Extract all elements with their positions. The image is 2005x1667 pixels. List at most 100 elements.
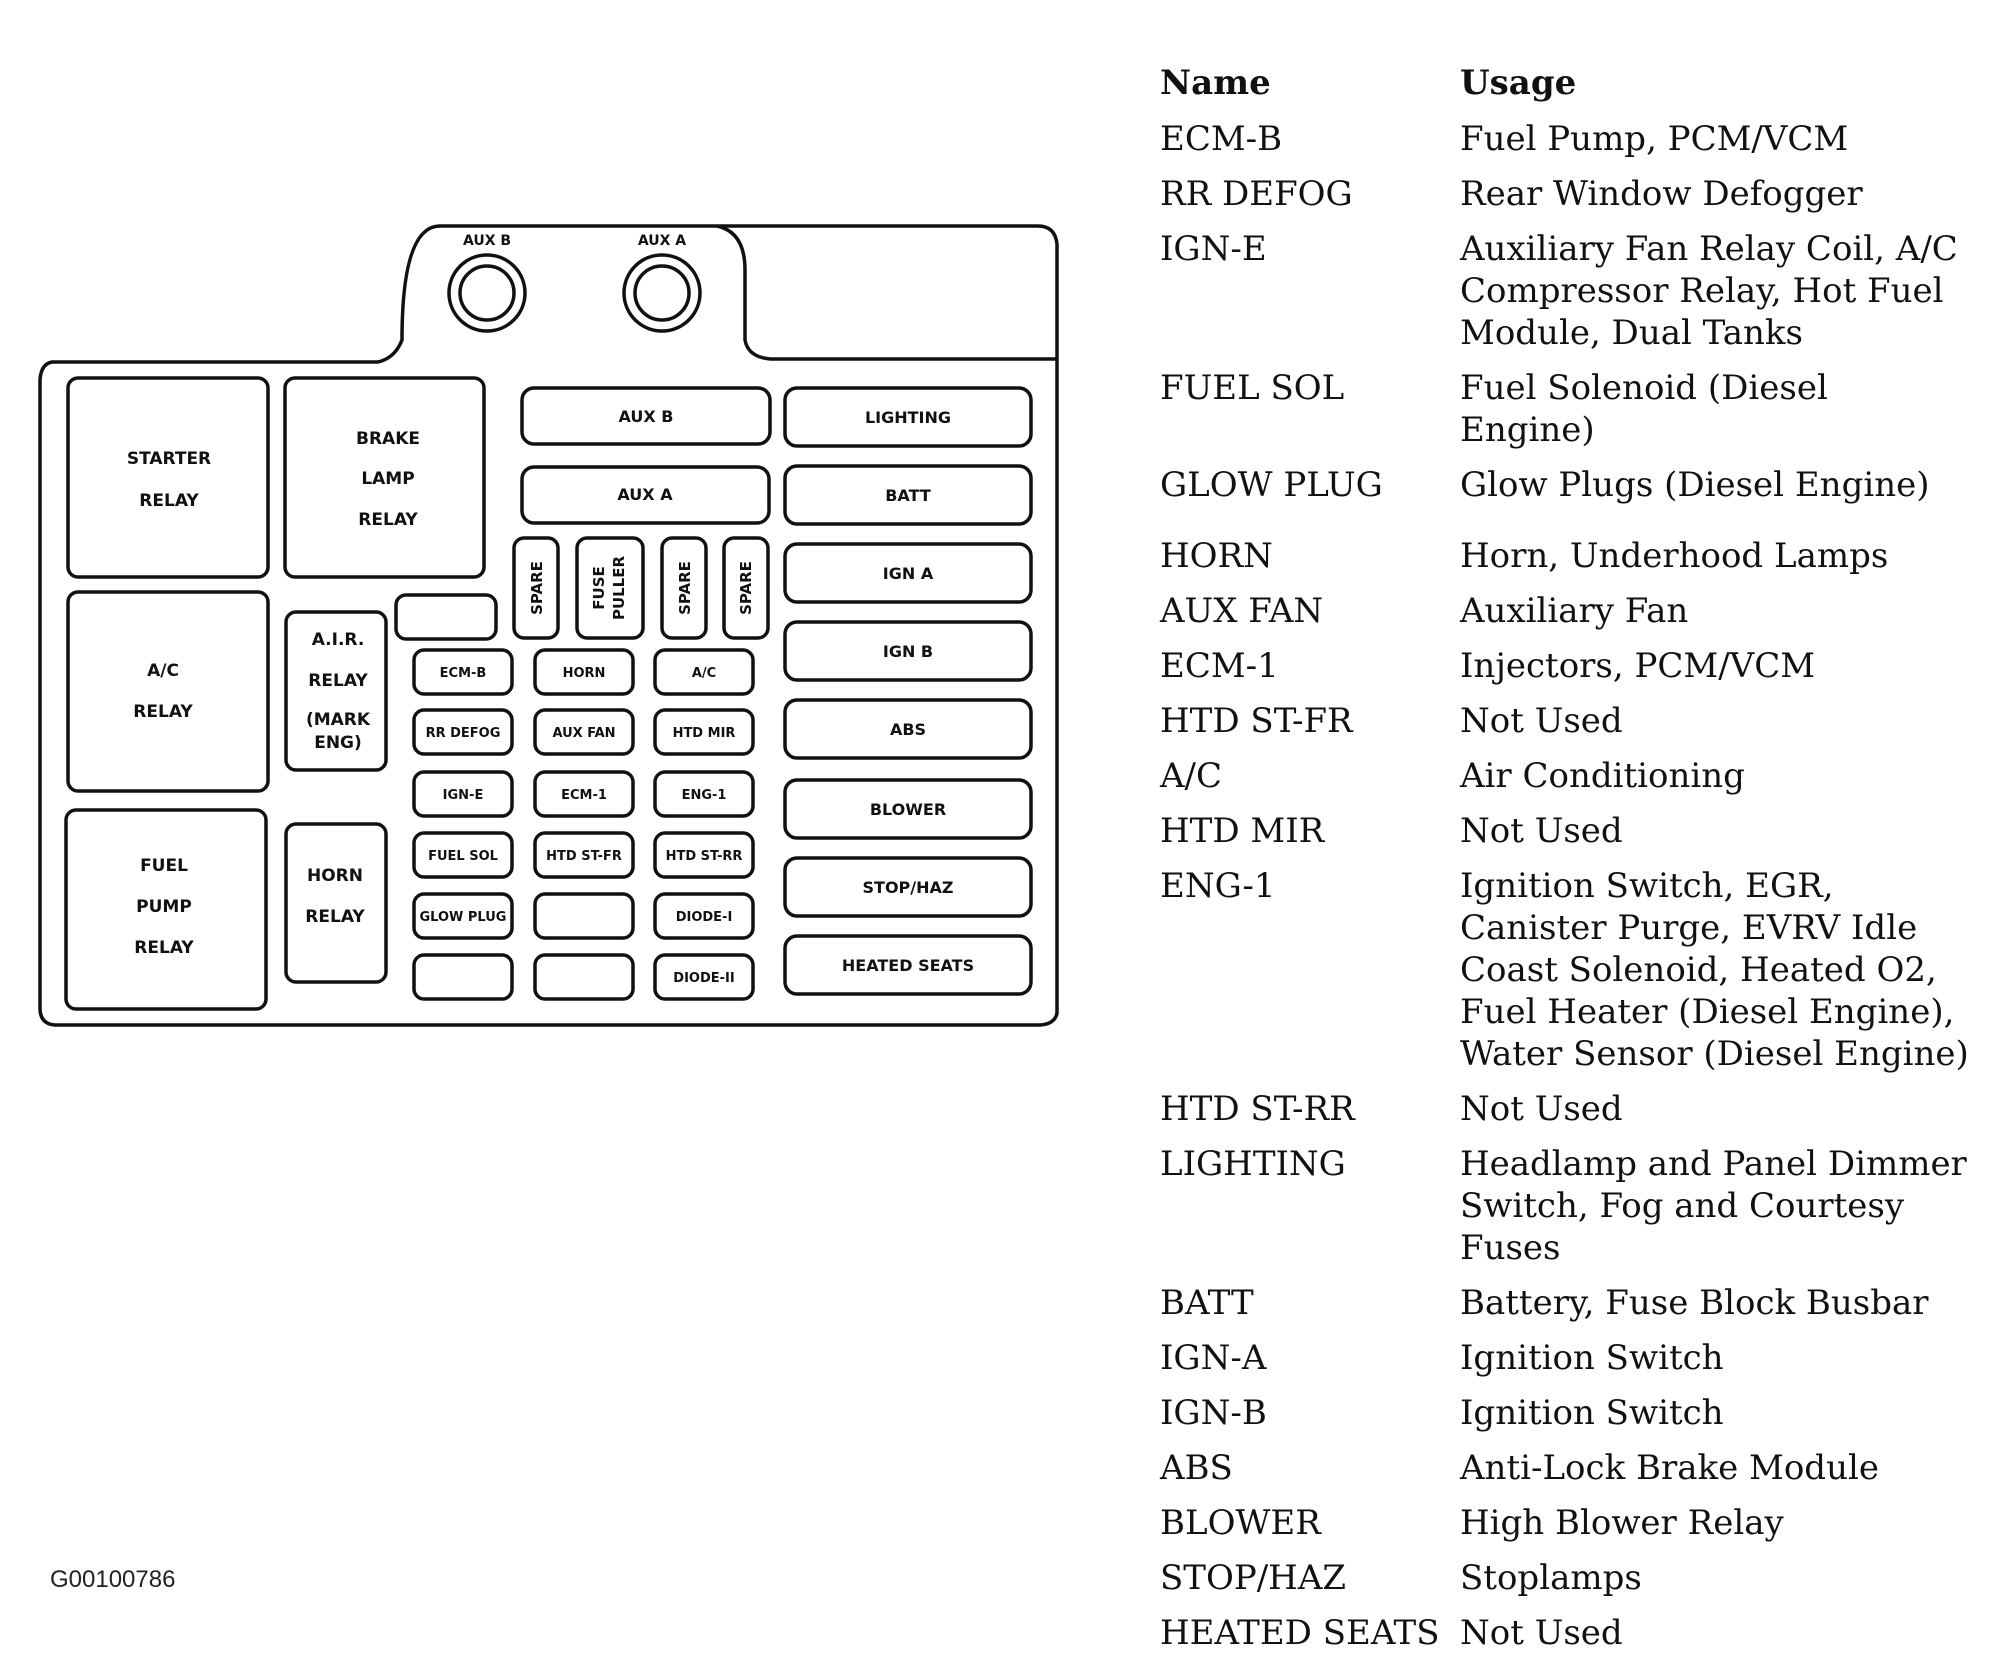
fuse-lighting-label: LIGHTING	[865, 408, 951, 427]
table-row: ABS Anti-Lock Brake Module	[1160, 1447, 1970, 1502]
fuse-batt-label: BATT	[885, 486, 931, 505]
fuse-batt	[783, 464, 1033, 526]
fuse-usage: Rear Window Defogger	[1460, 174, 1863, 214]
fuse-ign-b-label: IGN B	[883, 642, 933, 661]
fuse-eng-1-label: ENG-1	[682, 788, 727, 803]
fuse-stop-haz-label: STOP/HAZ	[863, 878, 954, 897]
fuse-ecm-1-label: ECM-1	[561, 788, 607, 803]
fuse-puller-label-2: PULLER	[610, 556, 628, 621]
fuel-pump-relay-label-3: RELAY	[134, 938, 194, 958]
aux-a-stud-label: AUX A	[638, 233, 686, 249]
ac-relay-label-1: A/C	[147, 661, 179, 681]
spare-slot-2	[660, 536, 708, 640]
fuse-heated-seats	[783, 934, 1033, 996]
table-row: HORN Horn, Underhood Lamps	[1160, 519, 1970, 590]
fuse-fuel-sol-label: FUEL SOL	[428, 849, 498, 864]
fuse-usage: Battery, Fuse Block Busbar	[1460, 1283, 1929, 1323]
air-relay-label-2: RELAY	[308, 671, 368, 691]
top-tab-inner	[716, 224, 771, 361]
fuse-name: STOP/HAZ	[1160, 1558, 1347, 1598]
fuse-name: IGN-A	[1160, 1338, 1267, 1378]
spare-slot-2-label: SPARE	[676, 561, 694, 615]
fuse-name: HEATED SEATS	[1160, 1613, 1440, 1653]
table-row: HTD ST-RR Not Used	[1160, 1088, 1970, 1143]
fuse-puller	[575, 536, 645, 640]
fuse-name: ECM-1	[1160, 646, 1279, 686]
fuse-usage: Not Used	[1460, 701, 1623, 741]
fuel-pump-relay	[64, 808, 268, 1011]
fuse-usage: Not Used	[1460, 1089, 1623, 1129]
fuse-usage: Headlamp and Panel Dimmer Switch, Fog an…	[1460, 1144, 1967, 1268]
fuse-aux-fan	[533, 708, 635, 756]
fuse-name: HTD ST-RR	[1160, 1089, 1355, 1129]
starter-relay-label-1: STARTER	[127, 449, 211, 469]
empty-mini-slot	[412, 953, 514, 1001]
empty-mini-slot	[533, 953, 635, 1001]
starter-relay	[66, 376, 270, 579]
aux-b-stud-label: AUX B	[463, 233, 511, 249]
fuse-name: IGN-E	[1160, 229, 1267, 269]
air-relay	[284, 610, 388, 772]
fuse-diode-ii-label: DIODE-II	[673, 971, 734, 986]
fuse-usage: Horn, Underhood Lamps	[1460, 536, 1889, 576]
fuse-eng-1	[653, 770, 755, 818]
fuse-abs	[783, 698, 1033, 760]
fuse-ign-e	[412, 770, 514, 818]
fuse-glow-plug-label: GLOW PLUG	[420, 910, 507, 925]
aux-a-stud-inner	[633, 264, 691, 322]
fuse-name: HORN	[1160, 536, 1273, 576]
fuse-name: A/C	[1160, 756, 1223, 796]
fuse-name: HTD ST-FR	[1160, 701, 1353, 741]
fuse-diode-ii	[653, 953, 755, 1001]
aux-b-stud-inner	[458, 264, 516, 322]
horn-relay-label-1: HORN	[307, 866, 363, 886]
fuse-ign-a-label: IGN A	[883, 564, 934, 583]
fuse-name: ENG-1	[1160, 866, 1276, 906]
fuse-rr-defog-label: RR DEFOG	[426, 726, 501, 741]
air-relay-label-1: A.I.R.	[312, 630, 365, 650]
brake-lamp-relay	[283, 376, 486, 579]
empty-slot-top	[394, 593, 498, 641]
fuse-usage: Ignition Switch, EGR, Canister Purge, EV…	[1460, 866, 1969, 1074]
fuse-usage: High Blower Relay	[1460, 1503, 1784, 1543]
fuse-ign-b	[783, 620, 1033, 682]
fuel-pump-relay-label-2: PUMP	[136, 897, 192, 917]
fuse-block-outline	[38, 224, 1059, 1027]
brake-relay-label-2: LAMP	[361, 469, 414, 489]
brake-relay-label-3: RELAY	[358, 510, 418, 530]
fuse-lighting	[783, 386, 1033, 448]
fuse-ecm-1	[533, 770, 635, 818]
fuse-htd-st-rr	[653, 831, 755, 879]
fuse-usage: Anti-Lock Brake Module	[1460, 1448, 1879, 1488]
spare-slot-3-label: SPARE	[737, 561, 755, 615]
fuse-name: HTD MIR	[1160, 811, 1325, 851]
fuse-ecm-b-label: ECM-B	[440, 666, 487, 681]
fuse-usage: Ignition Switch	[1460, 1393, 1724, 1433]
horn-relay-label-2: RELAY	[305, 907, 365, 927]
fuse-fuel-sol	[412, 831, 514, 879]
aux-a-fuse	[520, 465, 771, 525]
fuse-htd-st-rr-label: HTD ST-RR	[666, 849, 743, 864]
fuse-name: ABS	[1160, 1448, 1233, 1488]
starter-relay-label-2: RELAY	[139, 491, 199, 511]
figure-id: G00100786	[50, 1566, 176, 1593]
fuse-htd-st-fr-label: HTD ST-FR	[546, 849, 622, 864]
air-relay-label-3: (MARK	[306, 710, 371, 730]
fuse-name: FUEL SOL	[1160, 368, 1345, 408]
name-header: Name	[1160, 63, 1271, 103]
fuse-usage: Injectors, PCM/VCM	[1460, 646, 1816, 686]
fuse-abs-label: ABS	[890, 720, 926, 739]
table-header: Name Usage	[1160, 62, 1970, 118]
fuse-name: AUX FAN	[1160, 591, 1324, 631]
fuse-diode-i-label: DIODE-I	[676, 910, 733, 925]
